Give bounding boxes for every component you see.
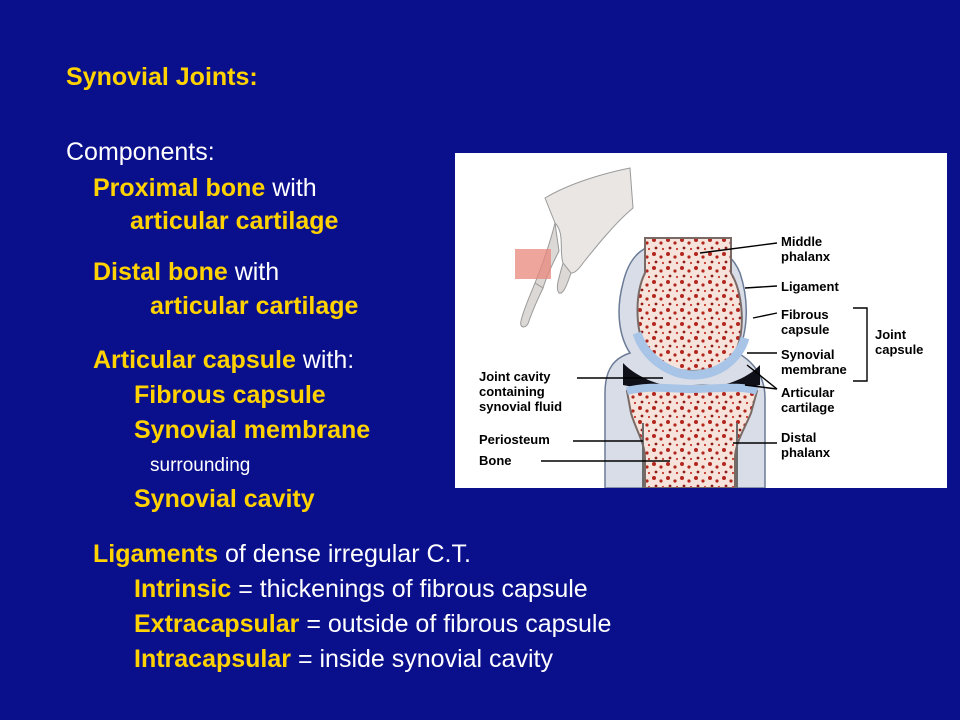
label-bone: Bone (479, 453, 512, 468)
label-articular-cartilage-2: cartilage (781, 400, 834, 415)
label-joint-capsule-1: Joint (875, 327, 907, 342)
label-fibrous-capsule-2: capsule (781, 322, 829, 337)
label-joint-capsule-2: capsule (875, 342, 923, 357)
label-joint-cavity-2: containing (479, 384, 545, 399)
proximal-bone-line: Proximal bone with (93, 176, 317, 201)
label-distal-phalanx-2: phalanx (781, 445, 831, 460)
articular-capsule-term: Articular capsule (93, 346, 296, 374)
ligaments-rest: of dense irregular C.T. (218, 540, 471, 568)
intrinsic-term: Intrinsic (134, 575, 232, 603)
lower-cartilage (625, 383, 759, 395)
label-fibrous-capsule-1: Fibrous (781, 307, 829, 322)
label-joint-cavity-1: Joint cavity (479, 369, 551, 384)
proximal-cartilage: articular cartilage (130, 207, 339, 235)
distal-bone-line: Distal bone with (93, 260, 279, 285)
intrinsic-def: = thickenings of fibrous capsule (231, 575, 588, 603)
label-synovial-membrane-1: Synovial (781, 347, 834, 362)
extracapsular-term: Extracapsular (134, 610, 300, 638)
articular-capsule-line: Articular capsule with: (93, 348, 354, 373)
proximal-bone-rest: with (265, 174, 317, 202)
leader-lines (541, 242, 868, 462)
label-synovial-membrane-2: membrane (781, 362, 847, 377)
distal-cartilage: articular cartilage (150, 292, 359, 320)
surrounding-text: surrounding (150, 455, 251, 476)
distal-bone-term: Distal bone (93, 258, 228, 286)
hand-illustration (515, 167, 634, 328)
synovial-membrane-item: Synovial membrane (134, 416, 371, 444)
proximal-bone-term: Proximal bone (93, 174, 266, 202)
extracapsular-def: = outside of fibrous capsule (299, 610, 612, 638)
label-middle-phalanx-2: phalanx (781, 249, 831, 264)
intrinsic-line: Intrinsic = thickenings of fibrous capsu… (134, 577, 588, 602)
distal-bone-rest: with (227, 258, 280, 286)
label-distal-phalanx-1: Distal (781, 430, 816, 445)
joint-diagram: Middle phalanx Ligament Fibrous capsule … (455, 153, 947, 488)
articular-capsule-rest: with: (295, 346, 355, 374)
highlight-box (515, 249, 551, 279)
components-label: Components: (66, 138, 215, 166)
label-joint-cavity-3: synovial fluid (479, 399, 562, 414)
intracapsular-line: Intracapsular = inside synovial cavity (134, 647, 553, 672)
middle-phalanx-bone (636, 237, 743, 373)
upper-cartilage (632, 331, 750, 380)
label-middle-phalanx-1: Middle (781, 234, 822, 249)
ligaments-line: Ligaments of dense irregular C.T. (93, 542, 471, 567)
joint-diagram-svg: Middle phalanx Ligament Fibrous capsule … (479, 167, 923, 488)
label-ligament: Ligament (781, 279, 839, 294)
fibrous-capsule-item: Fibrous capsule (134, 381, 326, 409)
synovial-cavity-item: Synovial cavity (134, 485, 315, 513)
label-articular-cartilage-1: Articular (781, 385, 834, 400)
slide-title: Synovial Joints: (66, 63, 258, 91)
intracapsular-term: Intracapsular (134, 645, 292, 673)
extracapsular-line: Extracapsular = outside of fibrous capsu… (134, 612, 611, 637)
intracapsular-def: = inside synovial cavity (291, 645, 553, 673)
label-periosteum: Periosteum (479, 432, 550, 447)
ligaments-term: Ligaments (93, 540, 219, 568)
